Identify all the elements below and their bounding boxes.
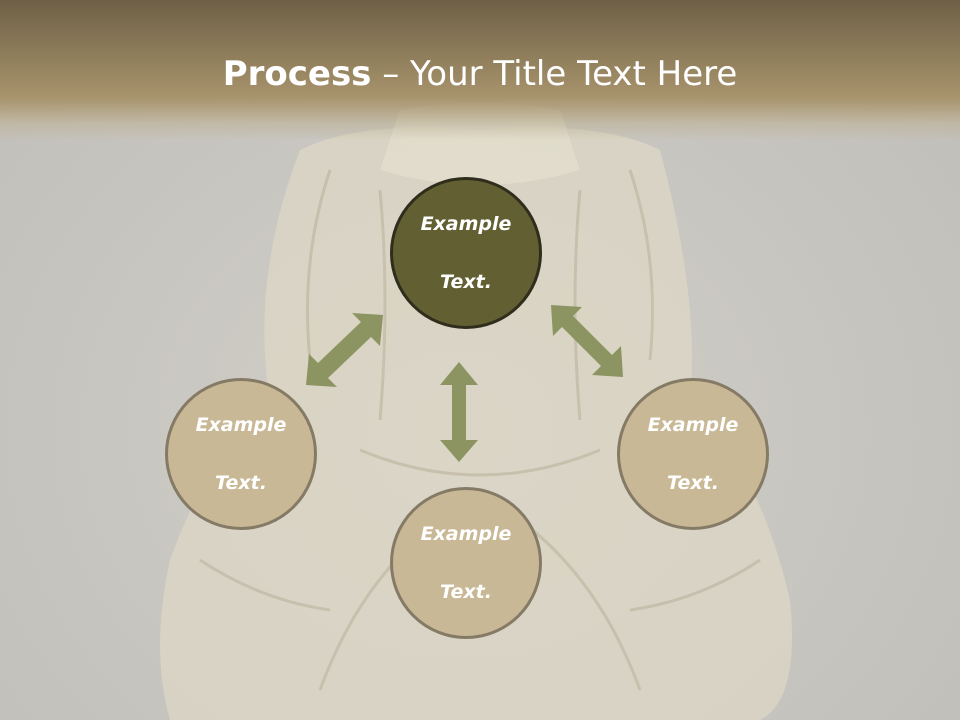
node-bottom-line2: Text. (440, 580, 492, 603)
title-rest: – Your Title Text Here (371, 54, 738, 94)
title-bar (0, 0, 960, 140)
node-top-line1: Example (420, 212, 512, 235)
node-top-line2: Text. (440, 270, 492, 293)
node-right-line1: Example (647, 413, 739, 436)
node-bottom-line1: Example (420, 522, 512, 545)
slide-title: Process – Your Title Text Here (0, 52, 960, 96)
node-left-line2: Text. (215, 471, 267, 494)
node-right-line2: Text. (667, 471, 719, 494)
title-bold: Process (222, 54, 372, 94)
node-left-line1: Example (195, 413, 287, 436)
